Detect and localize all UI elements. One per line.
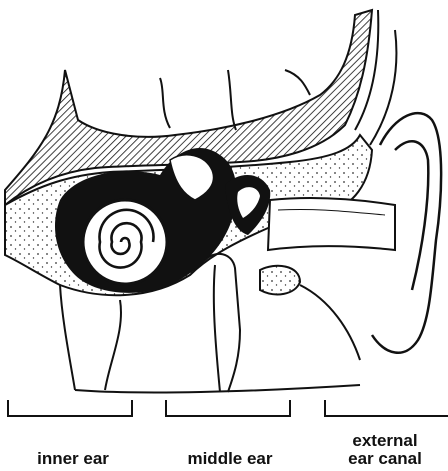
middle-ear-bracket	[166, 400, 290, 416]
region-brackets	[8, 400, 448, 416]
inner-ear-bracket	[8, 400, 132, 416]
external-ear-label-line1: external	[325, 432, 445, 450]
external-ear-canal-label: external ear canal	[325, 432, 445, 468]
external-ear-label-line2: ear canal	[325, 450, 445, 468]
external-ear-bracket	[325, 400, 448, 416]
ear-canal	[268, 198, 395, 250]
inner-ear-label: inner ear	[18, 450, 128, 468]
cochlea	[83, 200, 167, 284]
middle-ear-label: middle ear	[170, 450, 290, 468]
